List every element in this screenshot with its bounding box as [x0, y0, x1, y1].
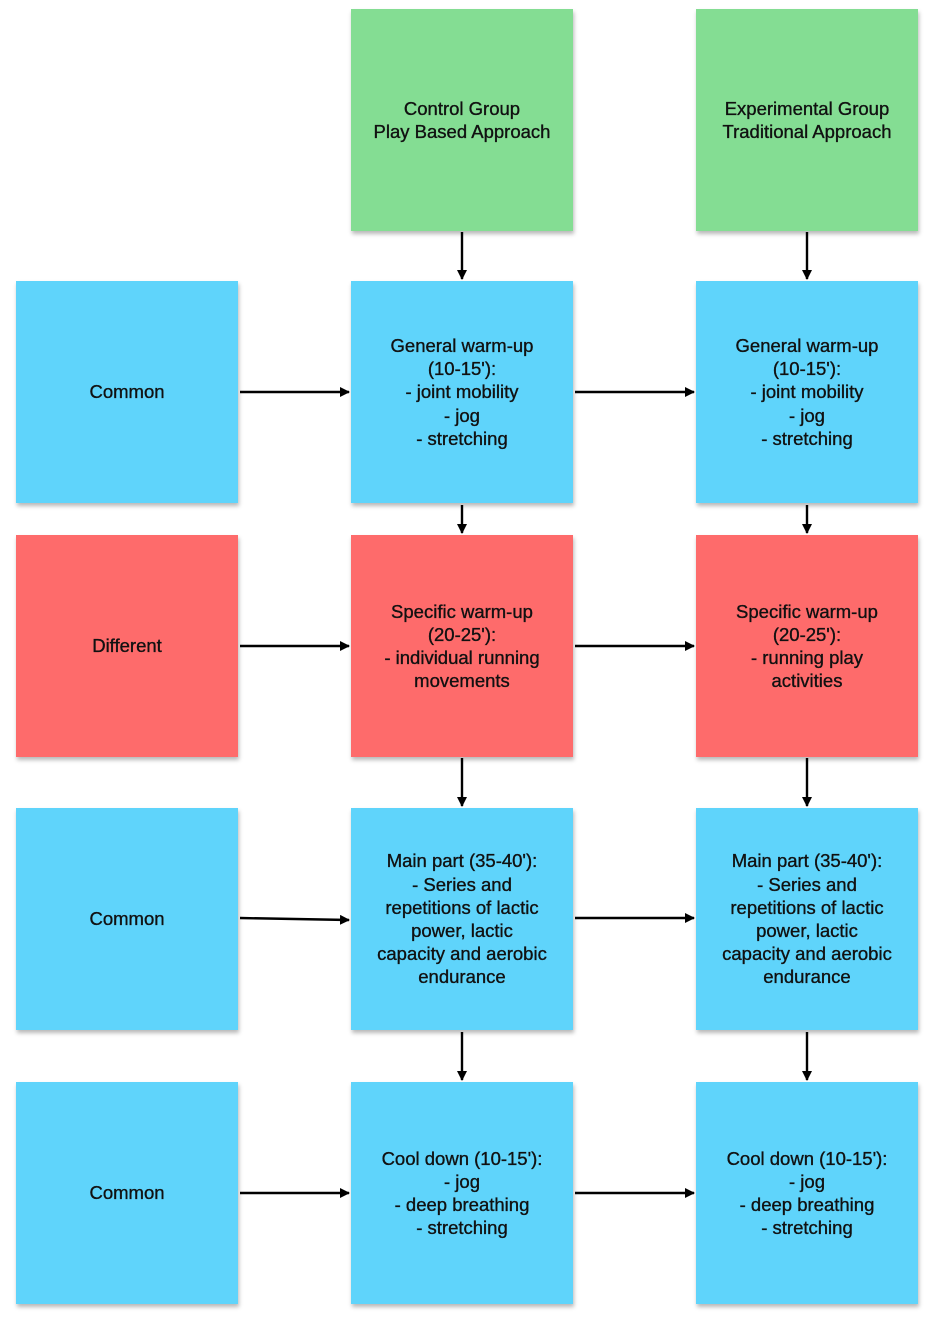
row-label-warmup-text: Common — [89, 381, 165, 403]
row-label-main-text: Common — [89, 908, 165, 930]
experimental-warmup-line: General warm-up — [735, 334, 879, 356]
control-main-box: Main part (35-40'): - Series and repetit… — [351, 808, 573, 1030]
experimental-warmup-line: - jog — [788, 404, 825, 426]
experimental-cooldown-line: - jog — [789, 1170, 825, 1192]
row-label-main: Common — [16, 808, 238, 1030]
experimental-specific-line: Specific warm-up — [736, 600, 878, 622]
row-label-cooldown: Common — [16, 1082, 238, 1304]
experimental-cooldown-line: - deep breathing — [739, 1194, 875, 1215]
control-cooldown-line: Cool down (10-15'): — [381, 1147, 543, 1169]
control-main-line: repetitions of lactic — [385, 896, 539, 918]
experimental-main-line: capacity and aerobic — [722, 943, 892, 965]
control-main-line: power, lactic — [411, 920, 513, 941]
control-warmup-line: General warm-up — [390, 334, 534, 356]
row-label-specific: Different — [16, 535, 238, 757]
control-main-line: capacity and aerobic — [377, 943, 547, 965]
control-group-title: Control Group — [403, 97, 521, 119]
arrow-label-to-control-main — [239, 914, 350, 925]
row-label-specific-text: Different — [92, 635, 162, 657]
experimental-specific-line: activities — [771, 670, 843, 692]
control-specific-box: Specific warm-up (20-25'): - individual … — [351, 535, 573, 757]
experimental-warmup-line: - joint mobility — [750, 381, 864, 403]
control-warmup-line: (10-15'): — [427, 358, 497, 380]
row-label-cooldown-text: Common — [89, 1182, 165, 1204]
control-specific-line: Specific warm-up — [391, 600, 533, 622]
control-group-approach: Play Based Approach — [373, 121, 551, 142]
control-cooldown-line: - stretching — [416, 1217, 508, 1239]
experimental-warmup-box: General warm-up (10-15'): - joint mobili… — [696, 281, 918, 503]
control-specific-line: movements — [414, 670, 510, 692]
control-warmup-line: - stretching — [416, 427, 508, 449]
experimental-specific-line: - running play — [750, 647, 864, 668]
experimental-main-line: power, lactic — [756, 920, 858, 941]
control-specific-line: (20-25'): — [427, 623, 497, 645]
control-cooldown-line: - jog — [444, 1170, 480, 1192]
experimental-group-header: Experimental Group Traditional Approach — [696, 9, 918, 231]
experimental-warmup-line: - stretching — [761, 427, 853, 449]
experimental-specific-line: (20-25'): — [772, 623, 842, 645]
experimental-warmup-line: (10-15'): — [772, 358, 842, 380]
control-warmup-line: - jog — [443, 404, 480, 426]
experimental-main-line: - Series and — [757, 873, 857, 895]
experimental-main-line: repetitions of lactic — [730, 896, 884, 918]
control-main-line: Main part (35-40'): — [386, 850, 538, 872]
experimental-group-approach: Traditional Approach — [722, 121, 892, 142]
control-warmup-line: - joint mobility — [405, 381, 519, 403]
control-cooldown-line: - deep breathing — [394, 1194, 530, 1215]
row-label-warmup: Common — [16, 281, 238, 503]
experimental-main-line: endurance — [763, 966, 851, 988]
experimental-main-line: Main part (35-40'): — [731, 850, 883, 872]
control-warmup-box: General warm-up (10-15'): - joint mobili… — [351, 281, 573, 503]
experimental-main-box: Main part (35-40'): - Series and repetit… — [696, 808, 918, 1030]
experimental-group-title: Experimental Group — [724, 97, 890, 119]
experimental-cooldown-line: Cool down (10-15'): — [726, 1147, 888, 1169]
experimental-specific-box: Specific warm-up (20-25'): - running pla… — [696, 535, 918, 757]
control-main-line: endurance — [418, 966, 506, 988]
experimental-cooldown-box: Cool down (10-15'): - jog - deep breathi… — [696, 1082, 918, 1304]
experimental-cooldown-line: - stretching — [761, 1217, 853, 1239]
control-cooldown-box: Cool down (10-15'): - jog - deep breathi… — [351, 1082, 573, 1304]
control-group-header: Control Group Play Based Approach — [351, 9, 573, 231]
control-specific-line: - individual running — [384, 647, 540, 668]
control-main-line: - Series and — [412, 873, 512, 895]
